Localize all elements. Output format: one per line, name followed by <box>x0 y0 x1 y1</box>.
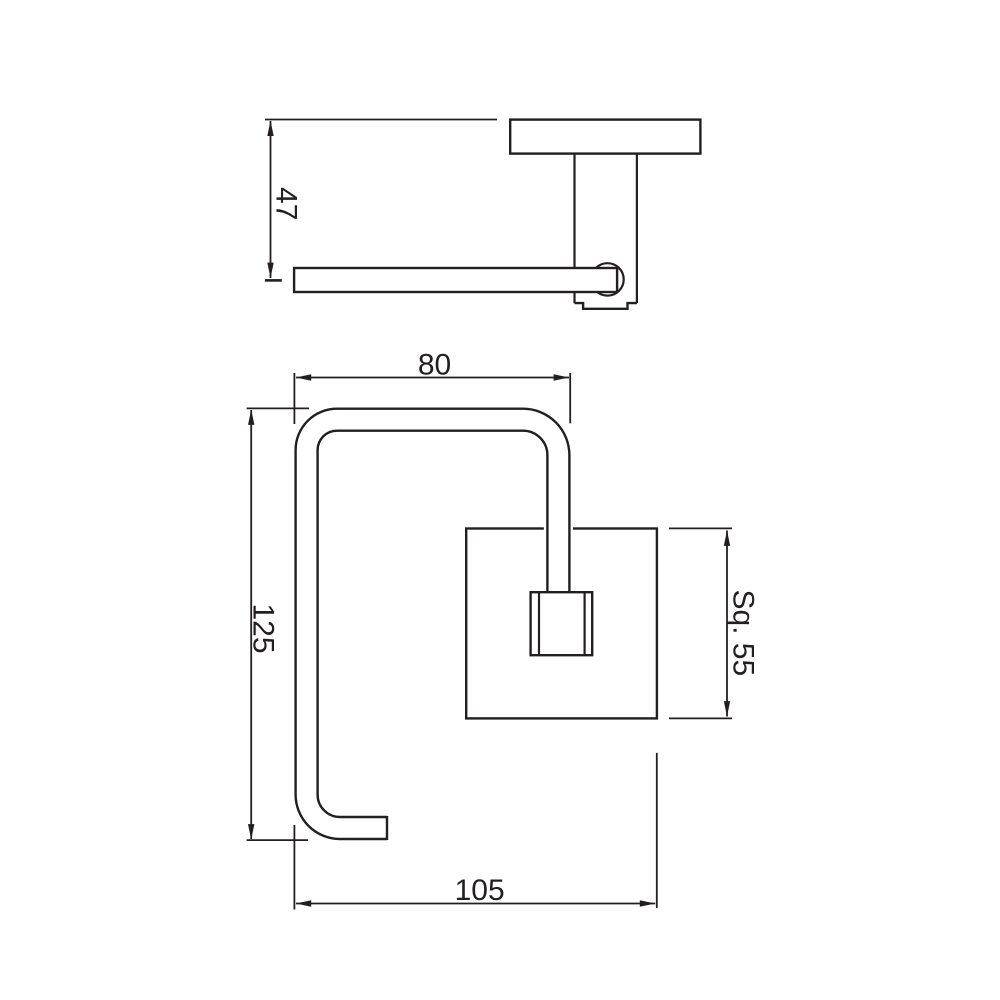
svg-text:47: 47 <box>269 187 302 220</box>
svg-text:105: 105 <box>455 874 505 907</box>
svg-text:80: 80 <box>418 349 451 382</box>
svg-text:125: 125 <box>246 603 279 653</box>
svg-text:Sq. 55: Sq. 55 <box>727 589 760 676</box>
